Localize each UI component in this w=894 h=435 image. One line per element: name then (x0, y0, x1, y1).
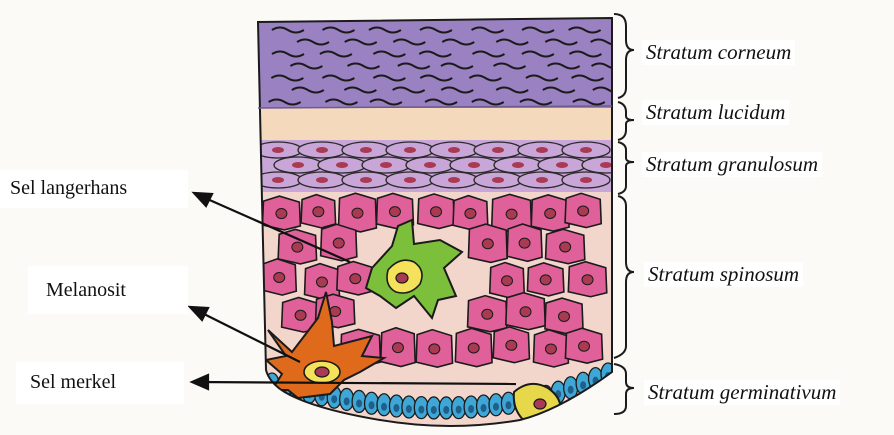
basal-nucleus (505, 401, 511, 409)
basal-nucleus (381, 403, 387, 411)
basal-nucleus (456, 406, 462, 414)
granulosum-nucleus (468, 162, 480, 168)
granulosum-nucleus (272, 177, 284, 183)
spinosum-nucleus (578, 206, 589, 216)
spinosum-nucleus (560, 242, 571, 252)
spinosum-nucleus (468, 343, 479, 353)
spinosum-nucleus (519, 238, 530, 248)
granulosum-nucleus (448, 177, 460, 183)
basal-nucleus (418, 406, 424, 414)
layer-label-granulosum: Stratum granulosum (642, 152, 822, 177)
granulosum-nucleus (316, 147, 328, 153)
basal-nucleus (356, 399, 362, 407)
granulosum-nucleus (492, 147, 504, 153)
granulosum-nucleus (424, 162, 436, 168)
granulosum-nucleus (292, 162, 304, 168)
layer-label-germinativum: Stratum germinativum (644, 380, 840, 405)
spinosum-nucleus (506, 340, 517, 350)
granulosum-nucleus (512, 162, 524, 168)
layer-label-lucidum: Stratum lucidum (642, 100, 789, 125)
basal-nucleus (406, 405, 412, 413)
basal-nucleus (431, 406, 437, 414)
spinosum-nucleus (352, 208, 363, 218)
spinosum-nucleus (431, 207, 442, 217)
granulosum-nucleus (404, 147, 416, 153)
label-sel-langerhans-text: Sel langerhans (10, 178, 127, 198)
granulosum-nucleus (580, 147, 592, 153)
granulosum-nucleus (536, 177, 548, 183)
spinosum-nucleus (540, 275, 551, 285)
spinosum-nucleus (482, 239, 493, 249)
spinosum-nucleus (313, 207, 324, 217)
granulosum-nucleus (536, 147, 548, 153)
spinosum-nucleus (506, 209, 517, 219)
spinosum-nucleus (316, 277, 327, 287)
spinosum-nucleus (482, 309, 493, 319)
label-sel-merkel: Sel merkel (16, 362, 184, 404)
spinosum-nucleus (465, 208, 476, 218)
basal-nucleus (468, 405, 474, 413)
label-melanosit-text: Melanosit (46, 280, 126, 300)
basal-nucleus (493, 403, 499, 411)
spinosum-nucleus (274, 272, 285, 282)
granulosum-nucleus (336, 162, 348, 168)
spinosum-nucleus (295, 310, 306, 320)
granulosum-nucleus (492, 177, 504, 183)
spinosum-nucleus (389, 207, 400, 217)
label-sel-merkel-text: Sel merkel (30, 372, 116, 392)
spinosum-nucleus (429, 344, 440, 354)
granulosum-nucleus (272, 147, 284, 153)
spinosum-nucleus (558, 311, 569, 321)
spinosum-nucleus (333, 238, 344, 248)
basal-nucleus (580, 381, 586, 389)
granulosum-nucleus (600, 162, 612, 168)
label-sel-langerhans: Sel langerhans (0, 170, 188, 208)
spinosum-nucleus (520, 307, 531, 317)
label-melanosit: Melanosit (28, 266, 188, 314)
granulosum-nucleus (360, 147, 372, 153)
basal-nucleus (369, 401, 375, 409)
granulosum-nucleus (448, 147, 460, 153)
granulosum-nucleus (380, 162, 392, 168)
basal-nucleus (443, 406, 449, 414)
granulosum-nucleus (556, 162, 568, 168)
spinosum-nucleus (582, 275, 593, 285)
layer-label-corneum: Stratum corneum (642, 40, 795, 65)
spinosum-nucleus (276, 209, 287, 219)
granulosum-nucleus (580, 177, 592, 183)
spinosum-nucleus (392, 343, 403, 353)
granulosum-cells (254, 142, 630, 188)
spinosum-nucleus (502, 276, 513, 286)
spinosum-nucleus (579, 341, 590, 351)
tissue-block (250, 15, 630, 435)
basal-nucleus (568, 386, 574, 394)
granulosum-nucleus (360, 177, 372, 183)
basal-nucleus (481, 404, 487, 412)
basal-nucleus (344, 397, 350, 405)
spinosum-nucleus (292, 242, 303, 252)
spinosum-nucleus (545, 344, 556, 354)
granulosum-nucleus (316, 177, 328, 183)
basal-nucleus (331, 395, 337, 403)
layer-label-spinosum: Stratum spinosum (644, 262, 803, 287)
spinosum-nucleus (545, 208, 556, 218)
spinosum-nucleus (350, 274, 361, 284)
granulosum-nucleus (404, 177, 416, 183)
basal-nucleus (393, 404, 399, 412)
stratum-lucidum-region (250, 108, 620, 142)
